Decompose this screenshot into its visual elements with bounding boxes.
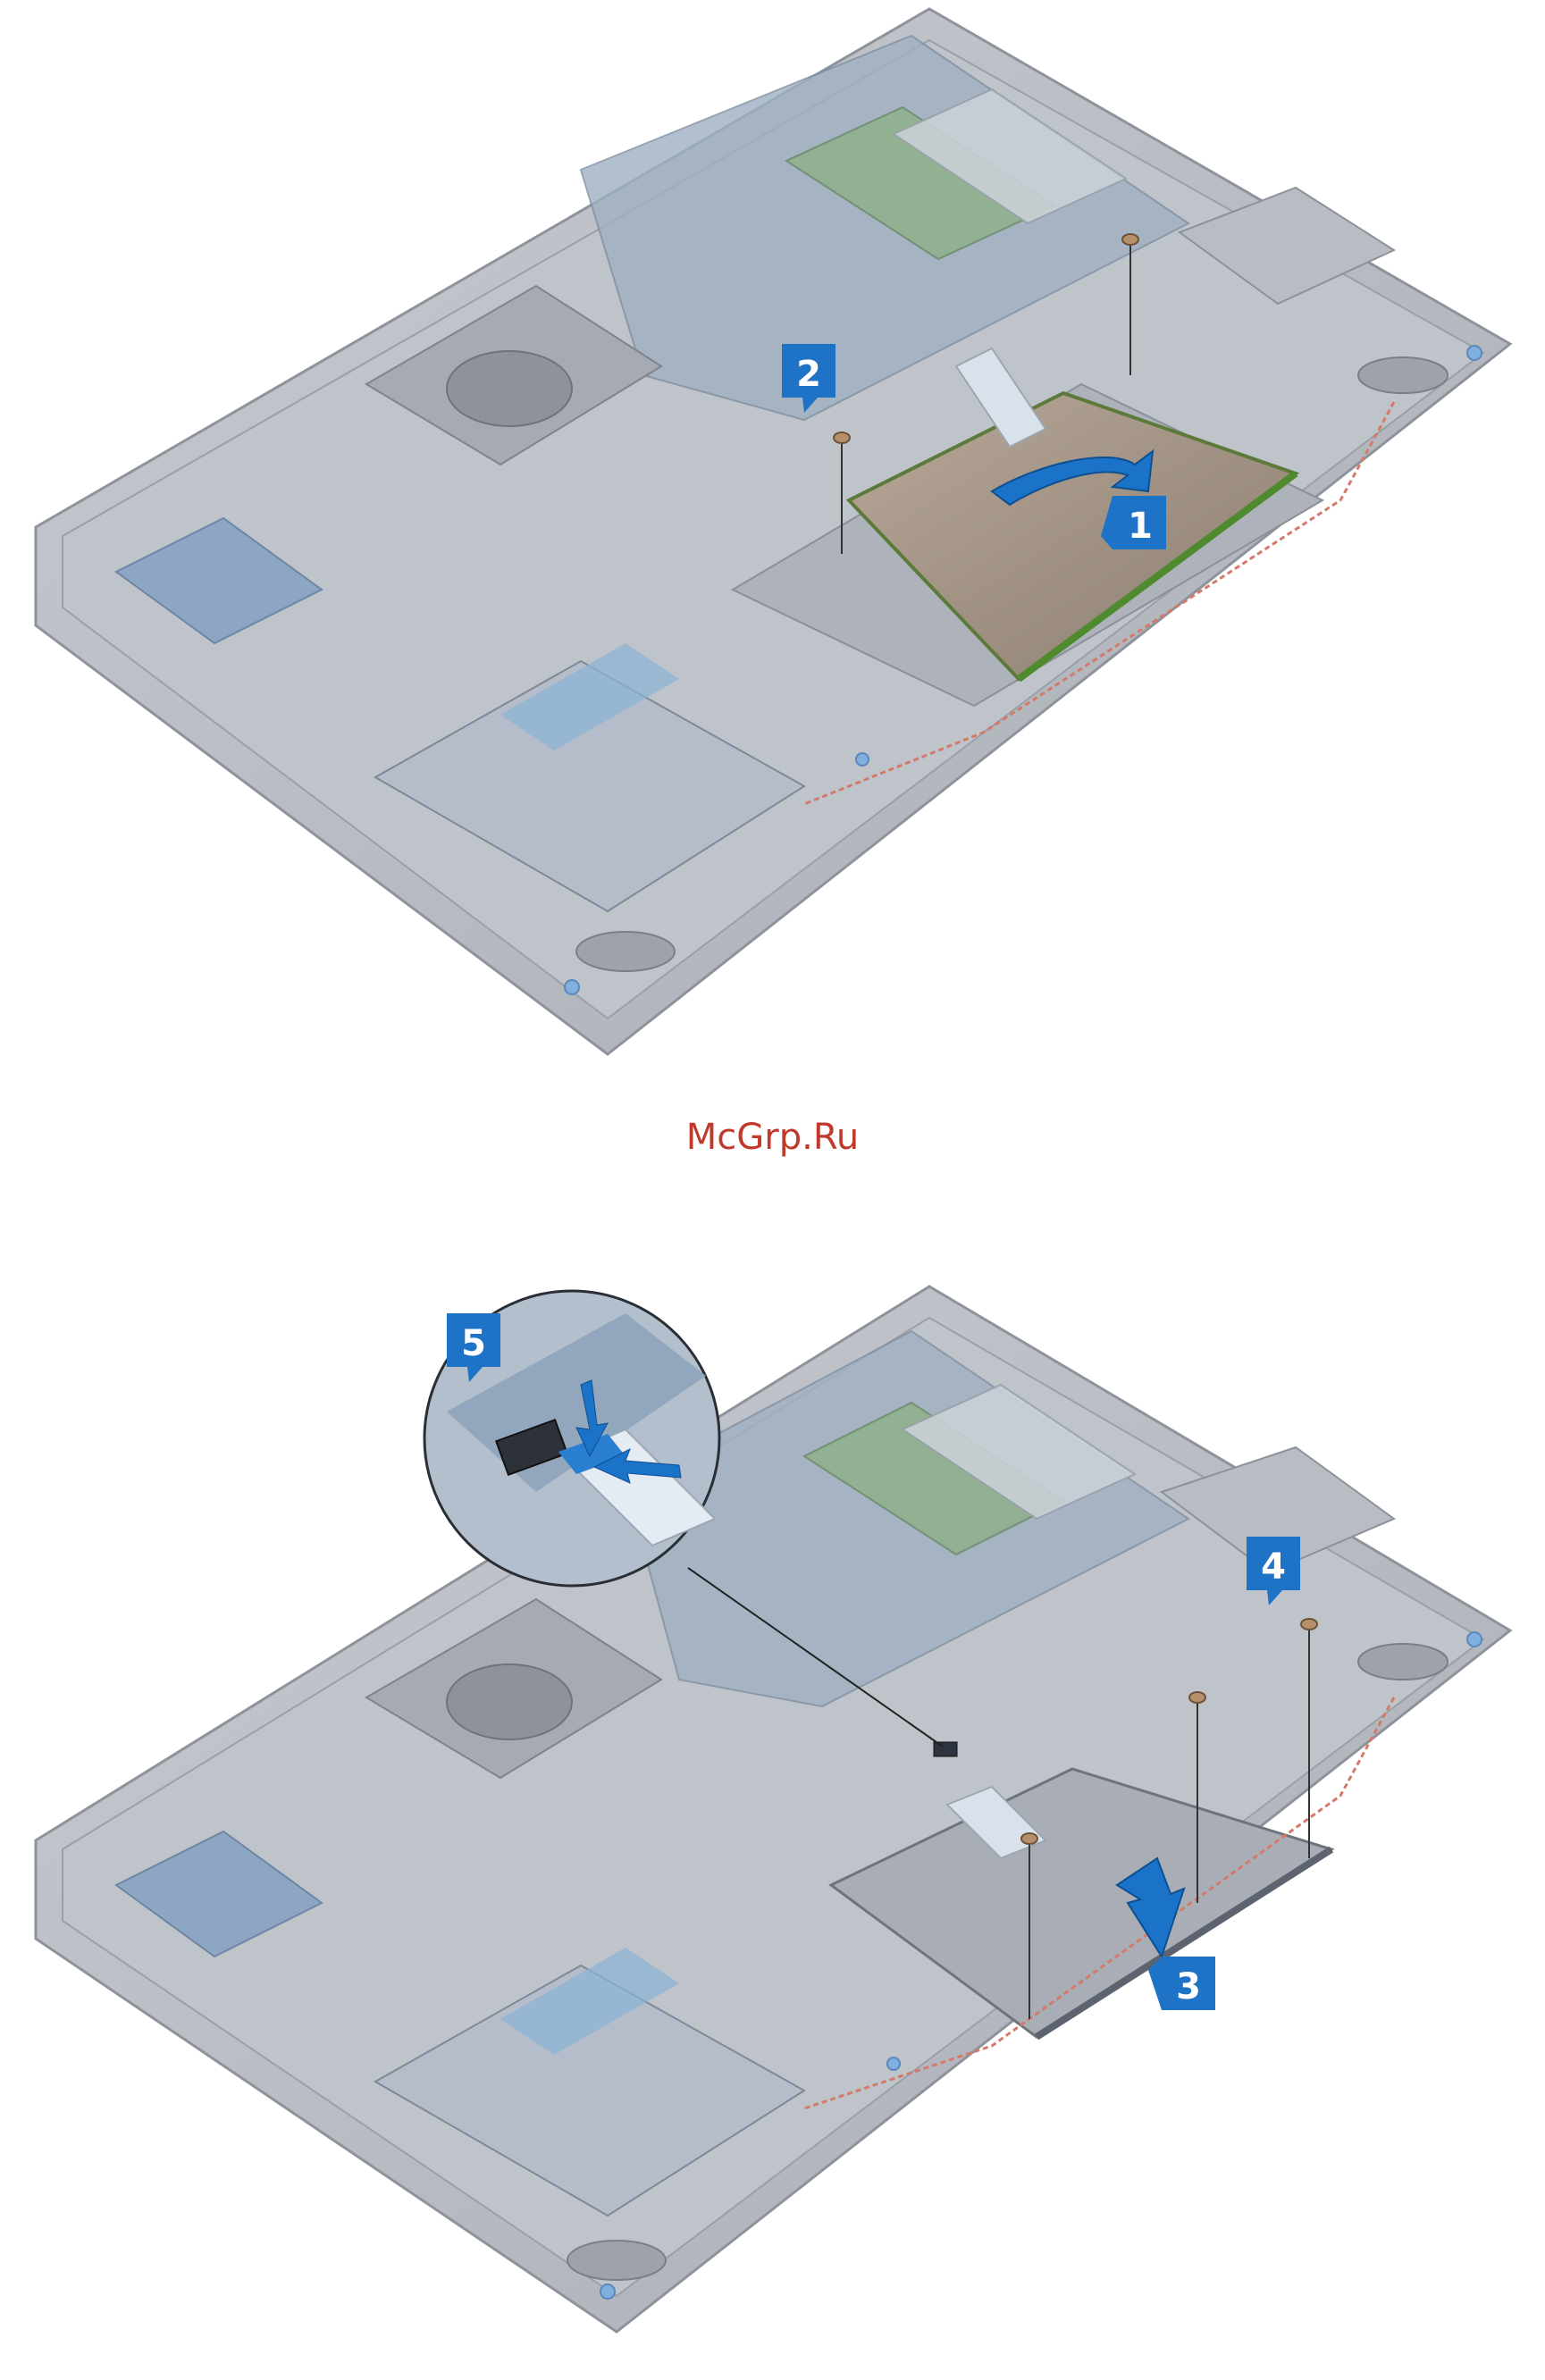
speaker-left: [567, 2241, 666, 2280]
laptop-base-illustration-bottom: 5 4 3: [0, 1278, 1545, 2376]
laptop-base-illustration-top: 2 1: [0, 0, 1545, 1108]
step-label-5: 5: [461, 1323, 486, 1364]
watermark: McGrp.Ru: [0, 1117, 1545, 1158]
screw-hole: [600, 2284, 615, 2299]
screw-4: [1301, 1619, 1317, 1630]
screw-hole: [1467, 1632, 1482, 1647]
step-label-2: 2: [796, 354, 821, 395]
screw-3b: [1189, 1692, 1205, 1703]
step-badge-1: 1: [1101, 496, 1166, 549]
speaker-right: [1358, 1644, 1448, 1680]
screw-3a: [1021, 1833, 1037, 1844]
figure-top: 2 1: [0, 0, 1545, 1108]
screw-2: [834, 432, 850, 443]
screw-hole: [887, 2057, 900, 2070]
speaker-left: [576, 932, 675, 971]
step-label-4: 4: [1261, 1546, 1286, 1588]
step-badge-3: 3: [1148, 1957, 1215, 2010]
fan: [447, 351, 572, 426]
step-label-3: 3: [1176, 1966, 1201, 2007]
screw-1: [1122, 234, 1138, 245]
speaker-right: [1358, 357, 1448, 393]
step-label-1: 1: [1128, 506, 1153, 547]
screw-hole: [1467, 346, 1482, 360]
screw-hole: [856, 753, 869, 766]
touchpad-connector: [934, 1742, 957, 1756]
screw-hole: [565, 980, 579, 994]
fan: [447, 1664, 572, 1739]
figure-bottom: 5 4 3: [0, 1278, 1545, 2376]
